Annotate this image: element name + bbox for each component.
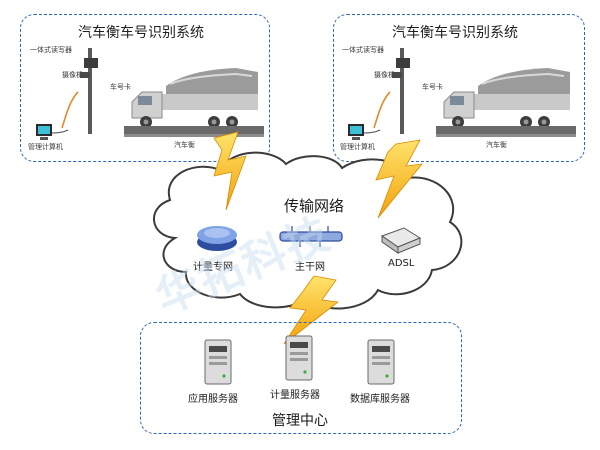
top-left-panel-title: 汽车衡车号识别系统 — [78, 25, 204, 41]
reader-label-left: 一体式读写器 — [30, 46, 72, 54]
truck — [443, 68, 570, 128]
management-center-title: 管理中心 — [272, 413, 328, 429]
management-center-panel — [140, 322, 462, 434]
management-computer — [36, 124, 69, 140]
server-label-metering: 计量服务器 — [270, 390, 320, 401]
weighbridge — [124, 126, 264, 137]
cloud-node-label-private-net: 计量专网 — [193, 262, 233, 273]
tag-label-right: 车号卡 — [422, 83, 443, 91]
top-right-panel-title: 汽车衡车号识别系统 — [392, 25, 518, 41]
reader-pole — [373, 48, 410, 134]
camera-label-right: 摄像机 — [374, 71, 395, 79]
server-label-application: 应用服务器 — [188, 394, 238, 405]
truck — [131, 68, 258, 128]
scale-label-left: 汽车衡 — [174, 141, 195, 149]
tag-label-left: 车号卡 — [110, 83, 131, 91]
management-computer — [348, 124, 381, 140]
computer-label-left: 管理计算机 — [28, 143, 63, 151]
cloud-node-label-adsl: ADSL — [388, 258, 415, 269]
camera-label-left: 摄像机 — [62, 71, 83, 79]
top-left-panel — [20, 14, 270, 162]
cloud-title: 传输网络 — [284, 197, 345, 215]
top-right-panel — [333, 14, 585, 162]
scale-label-right: 汽车衡 — [486, 141, 507, 149]
computer-label-right: 管理计算机 — [340, 143, 375, 151]
cloud-node-label-backbone: 主干网 — [295, 262, 325, 273]
reader-pole — [61, 48, 98, 134]
reader-label-right: 一体式读写器 — [342, 46, 384, 54]
server-label-database: 数据库服务器 — [350, 394, 410, 405]
weighbridge — [436, 126, 576, 137]
